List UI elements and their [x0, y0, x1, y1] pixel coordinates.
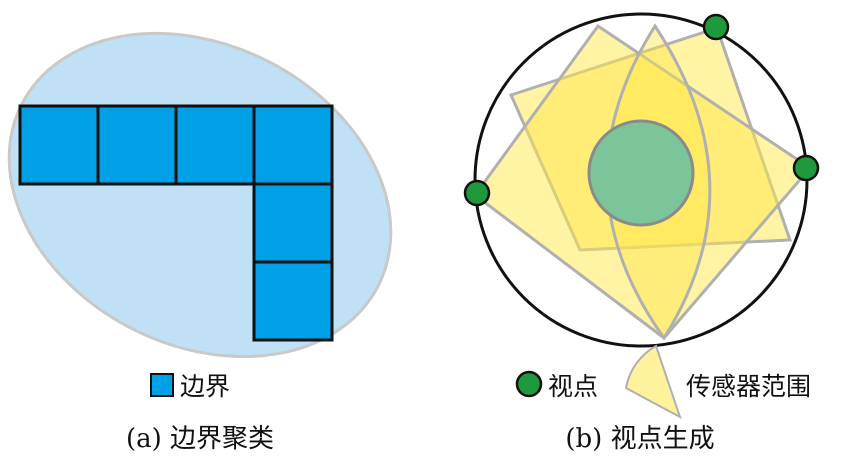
boundary-cell-5	[252, 182, 334, 264]
panel-b	[463, 12, 820, 348]
caption-a: (a) 边界聚类	[126, 424, 274, 454]
boundary-cell-1	[18, 104, 100, 186]
legend-boundary: 边界	[150, 372, 230, 401]
legend-viewpoint: 视点	[515, 370, 598, 401]
boundary-cell-6	[252, 260, 334, 342]
legend-viewpoint-label: 视点	[548, 372, 598, 401]
legend-sensor-swatch	[624, 344, 682, 420]
boundary-cell-4	[252, 104, 334, 186]
viewpoint-left	[463, 179, 491, 207]
cluster-ellipse	[7, 31, 393, 359]
boundary-cells	[18, 104, 334, 342]
legend-boundary-swatch	[150, 373, 174, 397]
viewpoint-right	[792, 154, 820, 182]
legend-boundary-label: 边界	[180, 372, 230, 401]
boundary-cell-2	[96, 104, 178, 186]
boundary-cell-3	[174, 104, 256, 186]
legend-viewpoint-marker	[515, 370, 543, 398]
target-region	[587, 119, 695, 227]
legend-sensor-label: 传感器范围	[686, 372, 811, 401]
caption-b: (b) 视点生成	[565, 424, 714, 454]
viewpoint-top	[702, 13, 730, 41]
panel-a	[7, 31, 393, 359]
legend-sensor: 传感器范围	[624, 344, 811, 420]
